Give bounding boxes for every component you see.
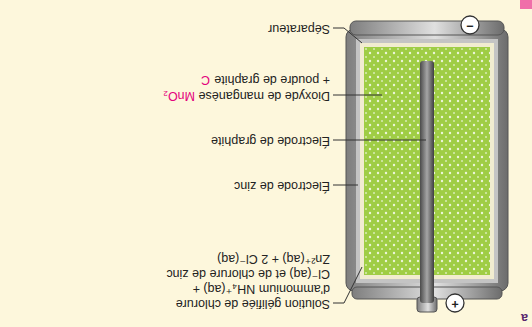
part-label: Électrode de zinc <box>234 178 330 193</box>
electrolyte-label: Solution gélifiée de chlorure d'ammonium… <box>162 251 330 311</box>
leader-line <box>333 267 362 303</box>
terminal-circle <box>446 294 464 312</box>
formula-label: C <box>201 72 210 87</box>
corner-mark <box>520 0 532 9</box>
graphite-rod <box>420 61 434 303</box>
part-label: Séparateur <box>268 21 330 36</box>
leader-line <box>333 140 426 141</box>
terminal-circle <box>461 16 479 34</box>
figure-letter: a <box>521 310 528 325</box>
polarity-sign: + <box>446 296 464 311</box>
formula-label: MnO₂ <box>163 88 195 103</box>
part-label: Électrode de graphite <box>211 133 330 148</box>
leader-line <box>333 185 358 186</box>
part-label: + poudre de graphite <box>214 72 330 87</box>
bottom-cap <box>350 21 504 35</box>
leader-line <box>333 28 362 43</box>
leader-line <box>333 95 382 96</box>
part-label: Dioxyde de manganèse <box>199 88 330 103</box>
polarity-sign: − <box>461 18 479 33</box>
